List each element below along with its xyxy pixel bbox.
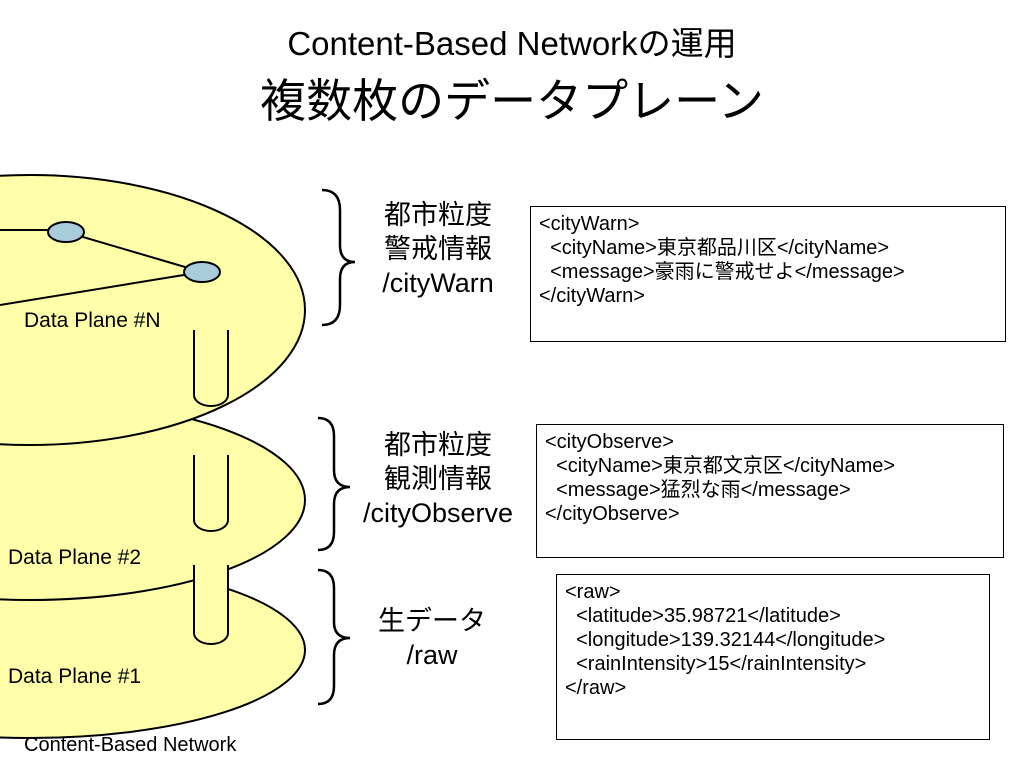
topic-warn-line1: 都市粒度 (384, 200, 492, 230)
brace-warn (321, 188, 356, 327)
topic-observe-path: /cityObserve (362, 498, 514, 528)
xml-line: <rainIntensity>15</rainIntensity> (565, 653, 867, 675)
footer-caption: Content-Based Network (24, 734, 237, 756)
topic-raw-line1: 生データ (378, 606, 486, 636)
topic-observe-line2: 観測情報 (384, 464, 492, 494)
xml-line: <message>豪雨に警戒せよ</message> (539, 261, 905, 283)
link-2 (65, 231, 203, 273)
plane-label-1: Data Plane #1 (8, 665, 142, 688)
xml-line: <cityName>東京都文京区</cityName> (545, 455, 896, 477)
xml-line: <cityName>東京都品川区</cityName> (539, 237, 890, 259)
title-line-2: 複数枚のデータプレーン (260, 75, 764, 127)
topic-observe: 都市粒度 観測情報 /cityObserve (343, 428, 533, 530)
network-node-1 (47, 221, 85, 243)
xml-line: <latitude>35.98721</latitude> (565, 605, 841, 627)
xml-line: </raw> (565, 677, 627, 699)
topic-warn: 都市粒度 警戒情報 /cityWarn (343, 198, 533, 300)
xml-line: </cityObserve> (545, 503, 680, 525)
network-node-2 (183, 261, 221, 283)
topic-raw-path: /raw (406, 640, 458, 670)
xml-box-raw: <raw> <latitude>35.98721</latitude> <lon… (556, 574, 990, 740)
topic-raw: 生データ /raw (337, 604, 527, 672)
plane-label-2: Data Plane #2 (8, 546, 142, 569)
title-line-1: Content-Based Networkの運用 (287, 25, 737, 62)
xml-line: <cityObserve> (545, 431, 674, 453)
xml-box-warn: <cityWarn> <cityName>東京都品川区</cityName> <… (530, 206, 1006, 342)
xml-line: <raw> (565, 581, 621, 603)
brace-raw (317, 568, 351, 706)
pipe-2-to-1-upper (193, 455, 229, 532)
xml-box-observe: <cityObserve> <cityName>東京都文京区</cityName… (536, 424, 1004, 558)
pipe-n-to-2 (193, 330, 229, 407)
topic-observe-line1: 都市粒度 (384, 430, 492, 460)
xml-line: <cityWarn> (539, 213, 640, 235)
brace-observe (317, 416, 351, 552)
topic-warn-path: /cityWarn (382, 268, 494, 298)
plane-label-n: Data Plane #N (24, 309, 161, 332)
pipe-2-to-1-lower (193, 565, 229, 645)
xml-line: </cityWarn> (539, 285, 645, 307)
xml-line: <longitude>139.32144</longitude> (565, 629, 886, 651)
xml-line: <message>猛烈な雨</message> (545, 479, 851, 501)
topic-warn-line2: 警戒情報 (384, 234, 492, 264)
link-3 (0, 271, 203, 306)
